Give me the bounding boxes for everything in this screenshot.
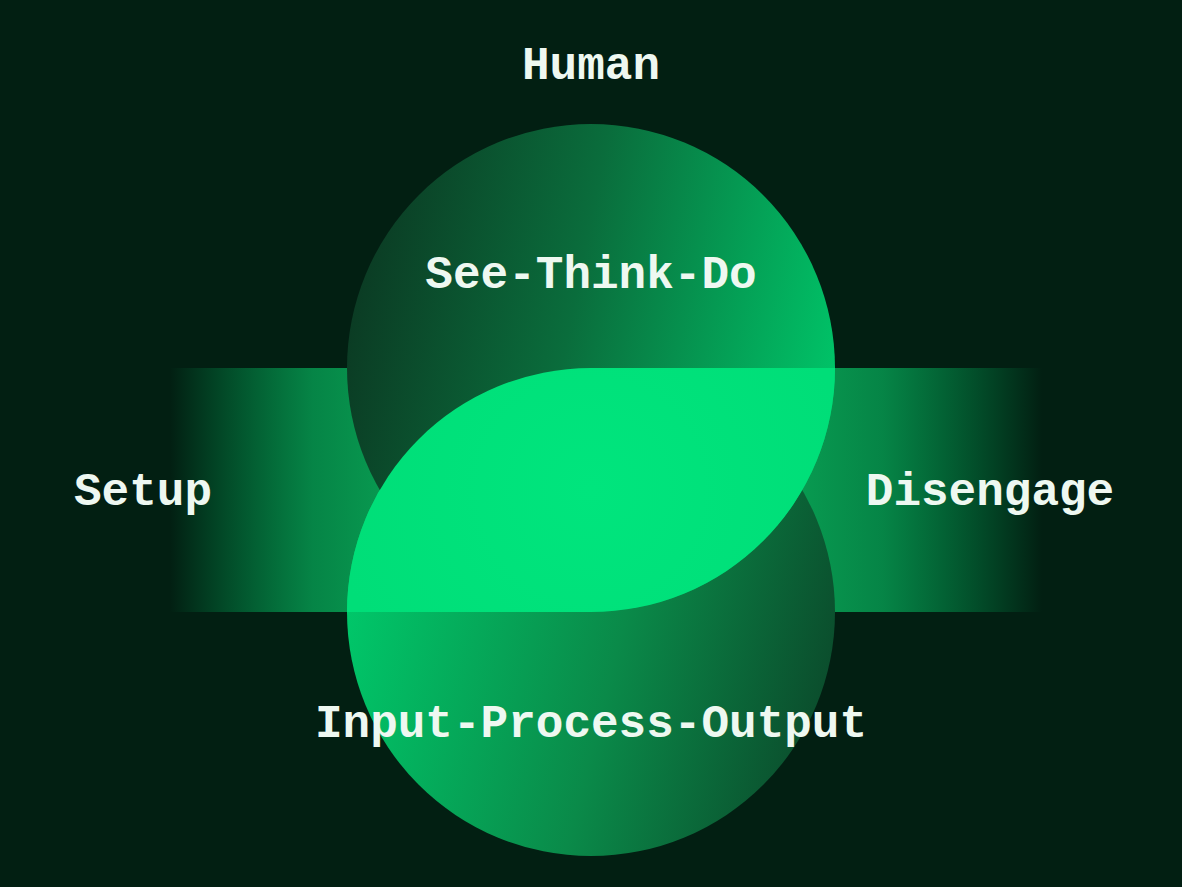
circle-outline: [347, 368, 835, 856]
side-label: Setup: [74, 468, 212, 519]
loop-circle: See-Think-Do: [347, 124, 835, 612]
circle-title: See-Think-Do: [425, 251, 756, 302]
circle-title: Input-Process-Output: [315, 700, 867, 751]
top-label: Human: [522, 42, 660, 93]
loop-circle: Input-Process-Output: [347, 368, 835, 856]
side-label: Disengage: [866, 468, 1114, 519]
circle-outline: [347, 124, 835, 612]
